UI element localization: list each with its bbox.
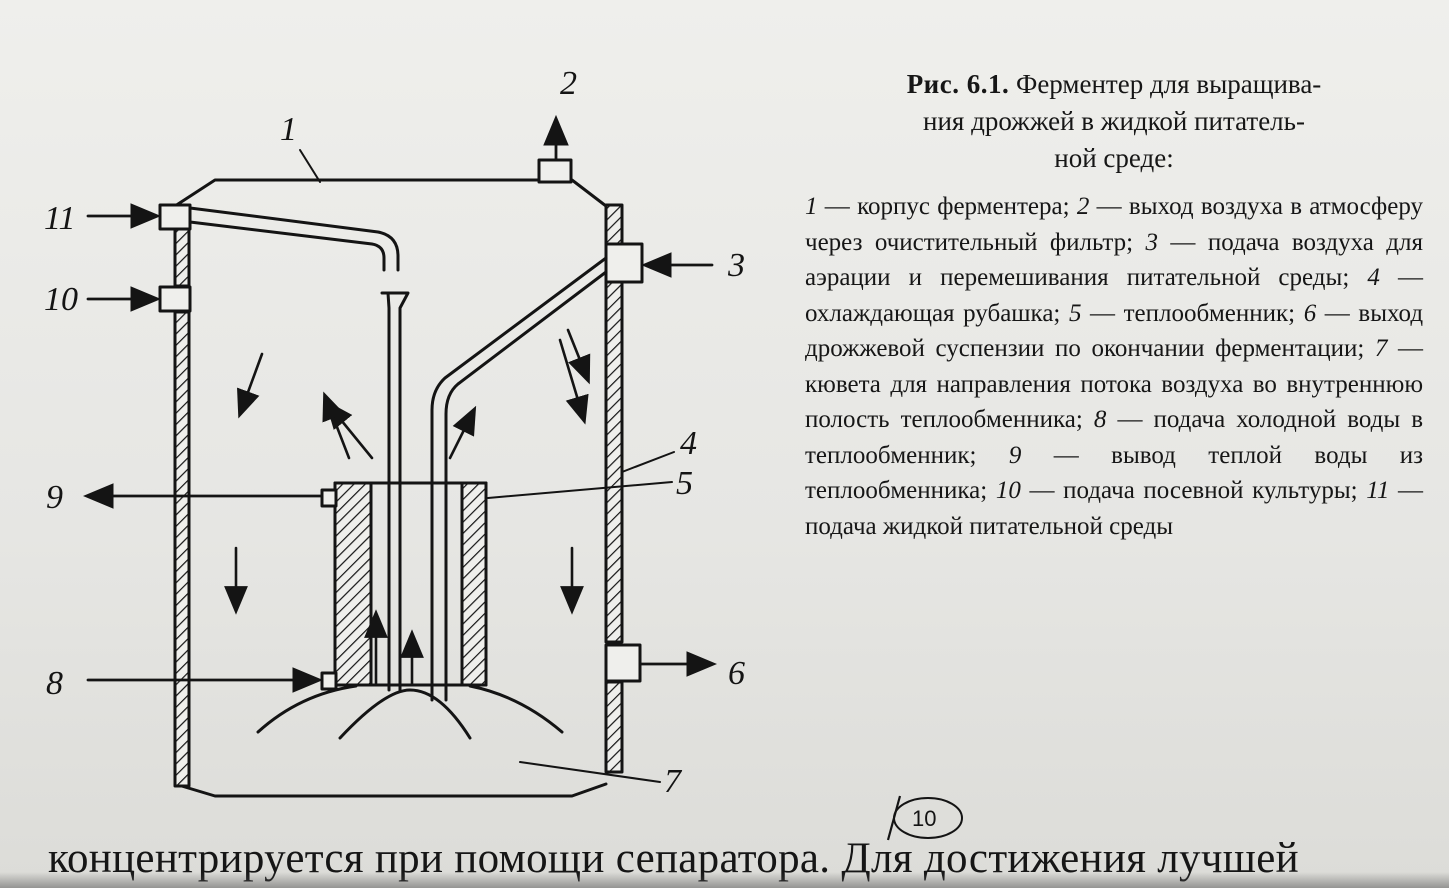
caption-title: Рис. 6.1. Ферментер для выращива- ния др…: [805, 66, 1423, 177]
handwritten-page-mark: 10: [886, 795, 963, 841]
flow-arrows: [224, 328, 591, 686]
label-6: 6: [728, 655, 745, 692]
figure-caption: Рис. 6.1. Ферментер для выращива- ния др…: [805, 66, 1423, 544]
legend-item: 7 — кювета для направления потока воздух…: [805, 335, 1423, 433]
heat-exchanger: [320, 481, 488, 691]
legend-item: 5 — теплообменник;: [1068, 299, 1296, 327]
caption-title-line3: ной среде:: [1054, 143, 1174, 173]
right-jacket-wall: [604, 203, 644, 774]
label-10: 10: [44, 281, 78, 318]
fermenter-diagram: 1 2 3 4 5 6 7 8 9 10 11: [44, 65, 745, 800]
label-11: 11: [44, 200, 75, 237]
legend-item: 9 — вывод теплой воды из теплообменника;: [805, 441, 1424, 505]
legend-item: 10 — подача посевной культуры;: [995, 477, 1358, 504]
cuvette-bowl: [256, 684, 358, 734]
label-9: 9: [46, 479, 63, 516]
air-pipe: [430, 256, 608, 702]
legend-item: 4 — охлаждающая рубашка;: [805, 264, 1424, 327]
legend-item: 3 — подача воздуха для аэрации и перемеш…: [805, 228, 1423, 292]
external-arrows: [82, 114, 718, 693]
caption-label: Рис. 6.1.: [906, 69, 1010, 99]
legend-item: 2 — выход воздуха в атмосферу через очис…: [805, 193, 1423, 256]
scan-edge-shadow: [0, 872, 1449, 888]
caption-title-line1: Ферментер для выращива-: [1015, 69, 1322, 99]
legend-item: 11 — подача жидкой питательной среды: [805, 477, 1424, 540]
caption-legend: 1 — корпус ферментера; 2 — выход воздуха…: [805, 189, 1423, 544]
vessel-body: [173, 178, 608, 798]
legend-item: 6 — выход дрожжевой суспензии по окончан…: [805, 299, 1424, 363]
label-3: 3: [727, 247, 745, 284]
label-2: 2: [560, 65, 577, 102]
label-7: 7: [664, 763, 683, 800]
leader-lines: [299, 149, 675, 783]
label-8: 8: [46, 665, 63, 702]
caption-title-line2: ния дрожжей в жидкой питатель-: [923, 106, 1305, 136]
label-4: 4: [680, 425, 697, 462]
feed-pipe: [188, 206, 400, 272]
label-1: 1: [280, 111, 297, 148]
legend-item: 8 — подача холодной воды в теплообменник…: [805, 406, 1424, 469]
legend-item: 1 — корпус ферментера;: [805, 193, 1070, 220]
cuvette-pipe: [380, 291, 410, 692]
label-5: 5: [676, 465, 693, 502]
page-mark-text: 10: [912, 806, 936, 831]
air-outlet-nozzle: [537, 158, 573, 184]
